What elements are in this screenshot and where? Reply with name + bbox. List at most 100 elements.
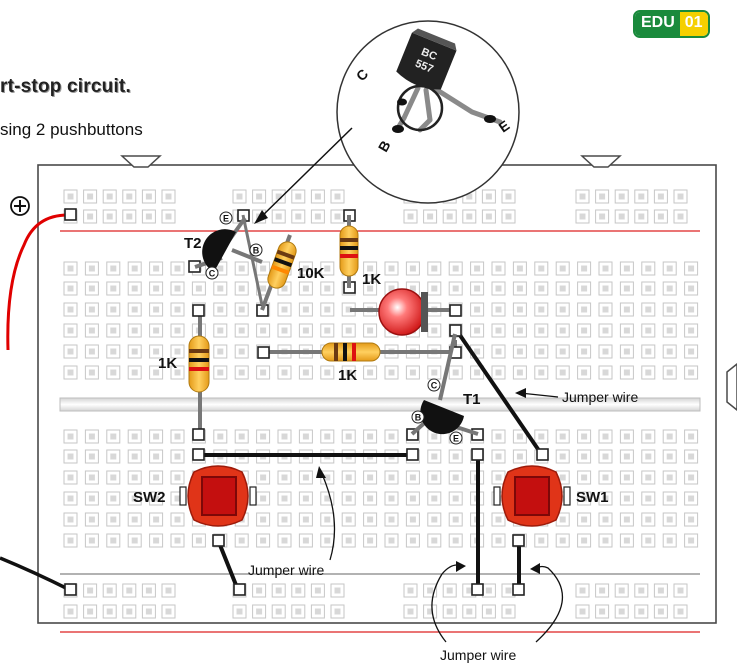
transistor-body: [202, 229, 236, 272]
breadboard-hole-center: [688, 516, 695, 523]
breadboard-hole-center: [367, 369, 374, 376]
pushbutton-cap[interactable]: [514, 476, 550, 516]
breadboard-hole-center: [474, 306, 481, 313]
breadboard-hole-center: [452, 285, 459, 292]
breadboard-hole-center: [217, 327, 224, 334]
breadboard-hole-center: [623, 369, 630, 376]
breadboard-hole-center: [345, 369, 352, 376]
hole-marker: [257, 346, 270, 359]
breadboard-hole-center: [677, 587, 684, 594]
breadboard-hole-center: [427, 587, 434, 594]
breadboard-hole-center: [131, 516, 138, 523]
breadboard-hole-center: [67, 495, 74, 502]
breadboard-hole-center: [295, 193, 302, 200]
hole-marker: [233, 583, 246, 596]
arrow-icon: [515, 388, 526, 398]
breadboard-hole-center: [666, 516, 673, 523]
breadboard-hole-center: [260, 433, 267, 440]
breadboard-hole-center: [688, 348, 695, 355]
breadboard-hole-center: [431, 516, 438, 523]
transistor-t1: T1 C B E: [410, 333, 481, 445]
breadboard-hole-center: [559, 453, 566, 460]
breadboard-hole-center: [466, 608, 473, 615]
resistor-1k-left-label: 1K: [158, 355, 177, 372]
breadboard-hole-center: [145, 608, 152, 615]
resistor-band: [340, 254, 358, 258]
annotations: Jumper wire Jumper wire Jumper wire: [248, 388, 638, 663]
arrow-icon: [456, 561, 466, 572]
breadboard-hole-center: [657, 587, 664, 594]
breadboard-hole-center: [174, 348, 181, 355]
breadboard-hole-center: [431, 369, 438, 376]
breadboard-hole-center: [618, 608, 625, 615]
breadboard-hole-center: [409, 495, 416, 502]
breadboard-hole-center: [195, 537, 202, 544]
breadboard-hole-center: [174, 369, 181, 376]
zoom-callout-line: [257, 127, 353, 221]
breadboard-hole-center: [581, 306, 588, 313]
led: [378, 288, 428, 336]
breadboard-hole-center: [602, 516, 609, 523]
breadboard-hole-center: [281, 433, 288, 440]
breadboard-hole-center: [446, 608, 453, 615]
breadboard-hole-center: [238, 537, 245, 544]
breadboard-hole-center: [485, 608, 492, 615]
breadboard-hole-center: [345, 474, 352, 481]
breadboard-hole-center: [106, 608, 113, 615]
breadboard-hole-center: [407, 608, 414, 615]
arrow-icon: [530, 563, 540, 574]
pin-badge: [427, 378, 441, 392]
breadboard-hole-center: [260, 537, 267, 544]
breadboard-hole-center: [67, 265, 74, 272]
zoom-part-line1: BC: [419, 46, 438, 63]
breadboard-hole-center: [165, 608, 172, 615]
breadboard-hole-center: [431, 265, 438, 272]
breadboard-hole-center: [324, 474, 331, 481]
breadboard-hole-center: [495, 433, 502, 440]
breadboard-hole-center: [688, 433, 695, 440]
breadboard-hole-center: [538, 306, 545, 313]
hole-marker: [471, 448, 484, 461]
hole-marker: [64, 583, 77, 596]
breadboard-hole-center: [538, 327, 545, 334]
breadboard-hole-center: [110, 285, 117, 292]
breadboard-hole-center: [638, 587, 645, 594]
breadboard-hole-center: [106, 587, 113, 594]
pushbutton-sw2[interactable]: SW2: [133, 465, 257, 527]
breadboard-hole-center: [602, 265, 609, 272]
breadboard-hole-center: [131, 495, 138, 502]
breadboard-hole-center: [688, 537, 695, 544]
breadboard-hole-center: [153, 265, 160, 272]
breadboard-hole-center: [581, 516, 588, 523]
breadboard-hole-center: [110, 495, 117, 502]
page-subtitle: sing 2 pushbuttons: [0, 120, 143, 139]
breadboard-hole-center: [538, 348, 545, 355]
pushbutton-cap[interactable]: [201, 476, 237, 516]
breadboard-hole-center: [623, 537, 630, 544]
breadboard-hole-center: [67, 306, 74, 313]
breadboard-hole-center: [602, 453, 609, 460]
pin-badge: [205, 266, 219, 280]
breadboard-hole-center: [238, 265, 245, 272]
breadboard-hole-center: [623, 453, 630, 460]
switch-sw2-label: SW2: [133, 489, 166, 506]
breadboard-hole-center: [165, 193, 172, 200]
breadboard-hole-center: [260, 516, 267, 523]
breadboard-hole-center: [688, 369, 695, 376]
hole-marker: [192, 428, 205, 441]
breadboard-hole-center: [623, 348, 630, 355]
edu-badge: EDU 01: [633, 10, 710, 38]
breadboard-hole-center: [174, 474, 181, 481]
led-body: [378, 288, 426, 336]
breadboard-hole-center: [618, 587, 625, 594]
breadboard-hole-center: [153, 495, 160, 502]
pushbutton-sw1[interactable]: SW1: [493, 465, 609, 527]
breadboard-hole-center: [281, 537, 288, 544]
breadboard-hole-center: [260, 285, 267, 292]
hole-marker: [192, 448, 205, 461]
breadboard-hole-center: [452, 516, 459, 523]
breadboard-hole-center: [236, 608, 243, 615]
breadboard-hole-center: [431, 433, 438, 440]
breadboard-hole-center: [431, 453, 438, 460]
breadboard-hole-center: [677, 608, 684, 615]
